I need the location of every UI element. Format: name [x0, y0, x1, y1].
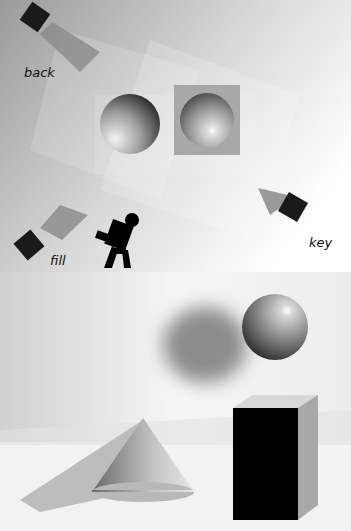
light-label: fill [50, 254, 66, 267]
light-label: key [309, 236, 332, 249]
light-label: back [24, 66, 55, 79]
